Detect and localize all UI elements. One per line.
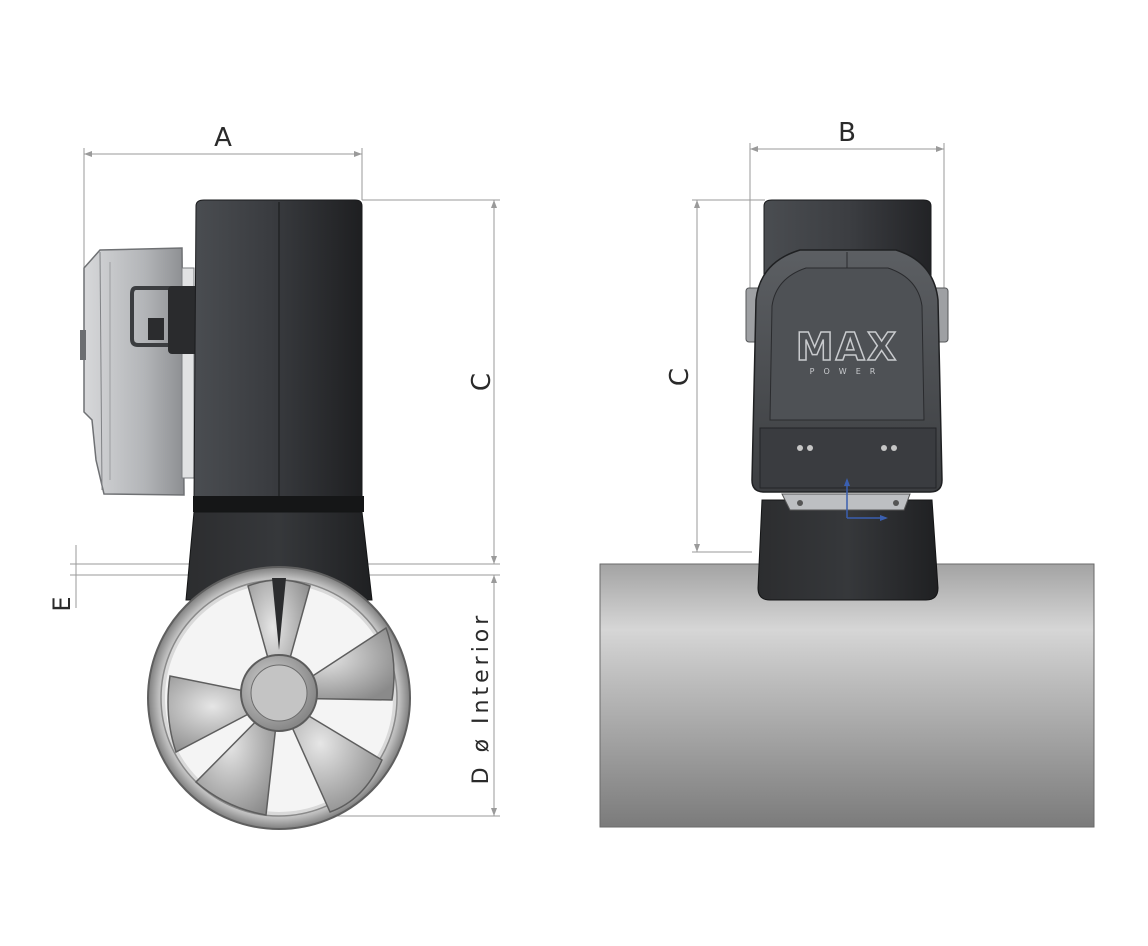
- arrow-right-icon: [936, 146, 944, 152]
- dimension-c-side-label: C: [467, 373, 497, 391]
- axis-marker-icon: [844, 478, 888, 521]
- control-housing: [80, 247, 206, 496]
- dimension-d-label: D ø Interior: [469, 612, 494, 785]
- tunnel-tube: [599, 563, 1095, 828]
- arrow-down-icon: [491, 556, 497, 564]
- dimension-a: A: [83, 123, 363, 380]
- dimension-c-front: C: [665, 199, 765, 553]
- arrow-up-icon: [491, 575, 497, 583]
- propeller: [147, 566, 411, 830]
- dimension-c-side: C: [362, 199, 500, 565]
- arrow-down-icon: [491, 808, 497, 816]
- control-cover: [751, 249, 943, 511]
- arrow-down-icon: [694, 544, 700, 552]
- side-view: A C E D ø Interior: [48, 123, 500, 830]
- max-power-logo: MAX POWER: [795, 324, 899, 376]
- dimension-a-label: A: [214, 123, 232, 153]
- arrow-right-icon: [354, 151, 362, 157]
- dimension-b-label: B: [838, 118, 856, 148]
- arrow-left-icon: [750, 146, 758, 152]
- arrow-up-icon: [491, 200, 497, 208]
- arrow-left-icon: [84, 151, 92, 157]
- dimension-b: B: [749, 118, 945, 290]
- dimension-c-front-label: C: [665, 368, 695, 386]
- dimension-e-label: E: [48, 596, 76, 611]
- front-lower-leg: [757, 499, 939, 601]
- motor-cylinder: [193, 199, 364, 512]
- logo-sub: POWER: [810, 367, 885, 376]
- arrow-up-icon: [694, 200, 700, 208]
- logo-brand: MAX: [796, 325, 899, 369]
- front-view: B C: [599, 118, 1095, 828]
